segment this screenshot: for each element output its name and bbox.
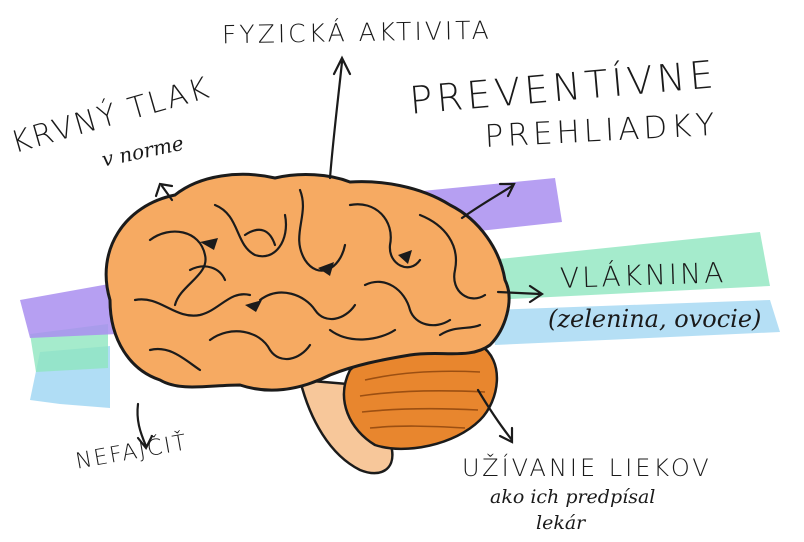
label-fiber-note: (zelenina, ovocie)	[548, 307, 761, 331]
label-medication-note-line1: ako ich predpísal	[490, 488, 655, 507]
arrow-physical-activity	[330, 58, 350, 178]
label-physical-activity: FYZICKÁ AKTIVITA	[222, 18, 492, 48]
label-medication: UŽÍVANIE LIEKOV	[462, 456, 712, 480]
label-medication-note-line2: lekár	[536, 514, 585, 533]
label-fiber: VLÁKNINA	[560, 259, 727, 293]
band-purple	[20, 282, 120, 338]
